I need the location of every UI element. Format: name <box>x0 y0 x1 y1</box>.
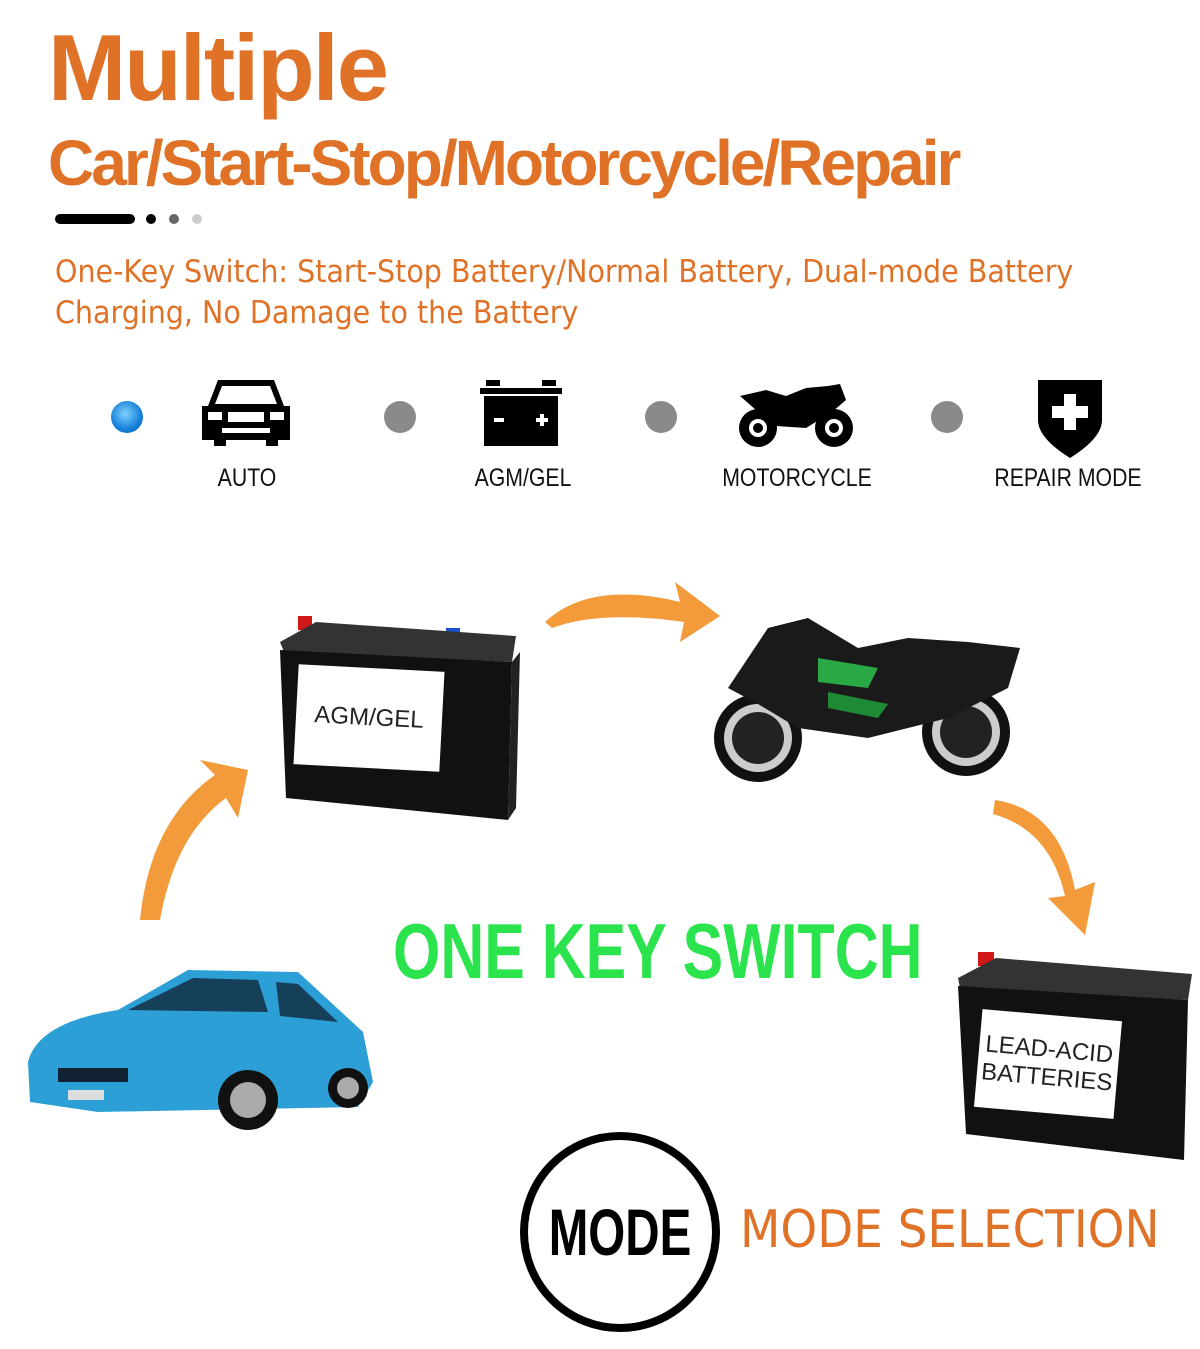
mode-indicator-auto <box>111 401 143 433</box>
mode-label-motorcycle: MOTORCYCLE <box>722 464 872 492</box>
arrow-agm-to-motorcycle <box>545 582 720 642</box>
motorcycle-image <box>714 618 1020 782</box>
cycle-arrows <box>140 582 1095 935</box>
mode-indicator-motorcycle <box>645 401 677 433</box>
mode-label-repair-mode: REPAIR MODE <box>994 464 1142 492</box>
mode-button-label: MODE <box>548 1195 692 1269</box>
mode-button[interactable]: MODE <box>520 1132 720 1332</box>
subtitle: One-Key Switch: Start-Stop Battery/Norma… <box>55 254 1074 331</box>
shield-plus-icon <box>1038 380 1102 458</box>
agm-battery-label: AGM/GEL <box>293 664 445 772</box>
pager-dot <box>146 214 156 224</box>
mode-label-agm-gel: AGM/GEL <box>474 464 572 492</box>
pager-dot <box>169 214 179 224</box>
pager-bar <box>55 214 135 224</box>
car-image <box>28 970 373 1130</box>
lead-acid-battery-label: LEAD-ACID BATTERIES <box>973 1009 1123 1119</box>
battery-icon <box>480 380 562 446</box>
arrow-motorcycle-to-lead-acid <box>993 800 1095 935</box>
title-line-2: Car/Start-Stop/Motorcycle/Repair <box>48 127 961 199</box>
agm-battery-label-text: AGM/GEL <box>313 701 425 734</box>
mode-selection-label: MODE SELECTION <box>740 1200 1160 1260</box>
motorcycle-icon <box>739 384 853 447</box>
pager-dot <box>192 214 202 224</box>
mode-indicator-agm <box>384 401 416 433</box>
title-line-1: Multiple <box>48 15 389 120</box>
car-icon <box>202 380 290 446</box>
mode-indicator-repair <box>931 401 963 433</box>
one-key-switch-heading: ONE KEY SWITCH <box>393 907 923 995</box>
mode-label-auto: AUTO <box>217 464 277 492</box>
arrow-car-to-agm <box>140 760 248 920</box>
